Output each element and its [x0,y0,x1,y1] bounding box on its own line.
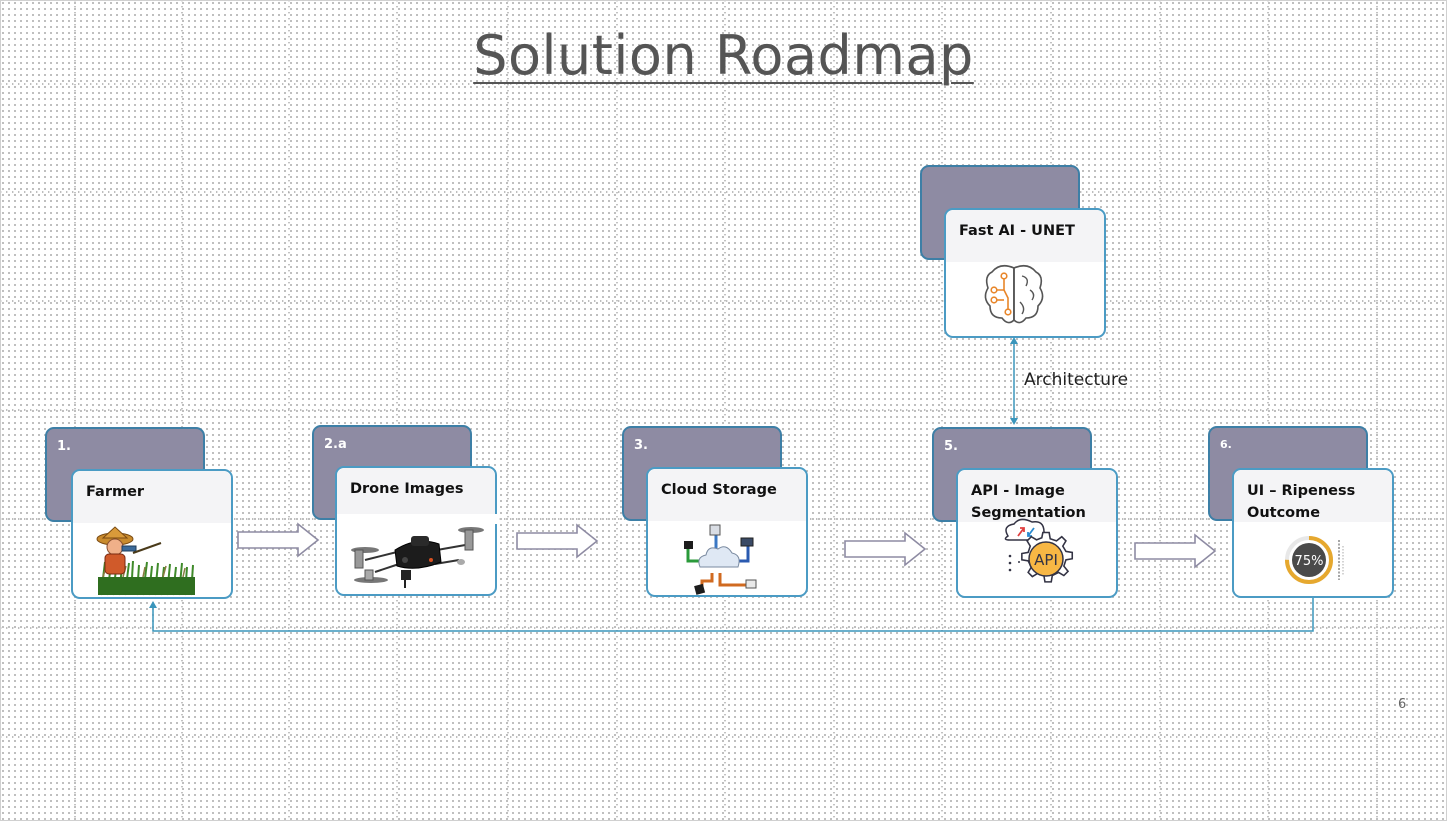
gauge-value: 75% [1295,554,1324,569]
flow-arrow-3-to-5 [844,531,927,567]
model-unet-card[interactable]: Fast AI - UNET [944,208,1106,338]
architecture-connector [1010,337,1018,425]
page-number: 6 [1398,697,1407,712]
step-number: 1. [57,439,71,454]
flow-arrow-2-to-3 [516,523,599,559]
feedback-loop-connector [149,598,1314,632]
step-cloud-storage-card[interactable]: Cloud Storage [646,467,808,597]
svg-text:API: API [1034,551,1058,569]
slide-title: Solution Roadmap [473,24,974,87]
flow-arrow-5-to-6 [1134,533,1217,569]
gauge-icon: 75% [1234,516,1392,596]
step-label: API - Image Segmentation [958,470,1116,522]
flow-arrow-1-to-2 [237,522,320,558]
step-api-card[interactable]: API - Image Segmentation API [956,468,1118,598]
step-label: Farmer [73,471,231,523]
step-label: Cloud Storage [648,469,806,521]
brain-circuit-icon [946,256,1104,336]
step-label: Drone Images [337,468,495,520]
cloud-network-icon [648,515,806,595]
step-number: 5. [944,439,958,454]
model-label: Fast AI - UNET [946,210,1104,262]
step-drone-card[interactable]: Drone Images [335,466,499,596]
step-label: UI – Ripeness Outcome [1234,470,1392,522]
architecture-label: Architecture [1024,370,1129,390]
farmer-icon [73,517,231,597]
api-gear-icon: API [958,516,1116,596]
step-number: 3. [634,438,648,453]
step-farmer-card[interactable]: Farmer [71,469,233,599]
step-number: 6. [1220,438,1232,451]
drone-icon [337,514,499,594]
step-number: 2.a [324,437,347,452]
step-ui-card[interactable]: UI – Ripeness Outcome 75% [1232,468,1394,598]
